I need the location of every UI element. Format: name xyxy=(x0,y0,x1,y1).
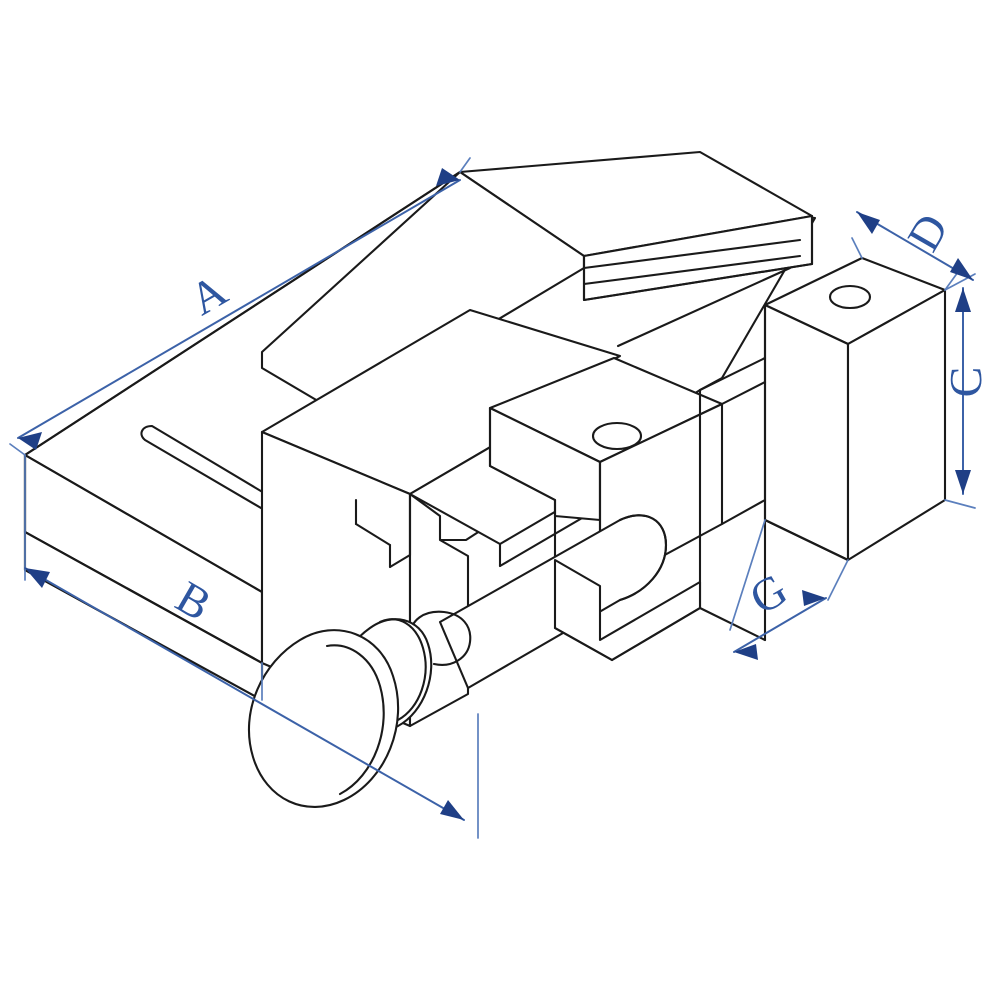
dimension-label-C: C xyxy=(940,367,991,398)
jaw-notch-diag-2 xyxy=(354,522,392,547)
lead-screw-end-cap xyxy=(618,514,668,602)
dim-G-arrow-right xyxy=(802,590,826,606)
base-rear-left-edge xyxy=(23,170,462,457)
rear-rail-detail xyxy=(582,214,814,302)
dim-A-arrow-left xyxy=(18,432,42,450)
inner-jaw-recess-diag xyxy=(488,464,557,502)
saddle-cross-bar xyxy=(553,558,702,662)
knob-ring-line xyxy=(378,618,427,722)
jaw-hole-outer-icon xyxy=(828,284,872,310)
dim-G-ext-left xyxy=(729,519,766,631)
support-panel-top-diag xyxy=(698,356,767,392)
base-front-lower-edge xyxy=(23,530,264,665)
saddle-bottom-edge xyxy=(553,626,614,662)
dim-D-ext-right xyxy=(944,271,959,291)
knob xyxy=(248,618,433,808)
dim-B-arrow-right xyxy=(440,800,464,820)
knob-profile-line xyxy=(325,644,385,796)
dim-D-arrow-left xyxy=(857,212,880,234)
ledge-lower-edge xyxy=(582,254,802,286)
mount-plate-edge-upper xyxy=(720,498,767,526)
dim-C-arrow-top xyxy=(955,288,971,312)
dim-A-ext-right xyxy=(459,157,471,173)
screw-collar xyxy=(408,610,472,666)
dim-D-ext-left xyxy=(851,237,863,259)
dim-B-arrow-left xyxy=(25,568,50,588)
dim-C-arrow-bottom xyxy=(955,470,971,494)
rail-ledge xyxy=(582,238,802,348)
fixed-jaw-outer xyxy=(763,256,947,562)
rear-rail xyxy=(260,150,814,416)
ledge-step-edge xyxy=(616,266,792,348)
dim-A-arrow-right xyxy=(436,168,460,186)
movable-jaw-notch xyxy=(354,492,412,569)
fixed-jaw-outer-mount xyxy=(720,303,850,562)
jaw-hole-inner-icon xyxy=(591,421,643,451)
knob-front-disc xyxy=(248,629,400,808)
saddle-lower-right-edge xyxy=(610,606,702,662)
dim-G-line xyxy=(733,597,827,653)
dim-G-ext-right xyxy=(827,559,849,601)
dimension-label-G: G xyxy=(741,563,795,624)
dim-A-ext-left xyxy=(9,443,26,456)
dim-B-line xyxy=(24,567,465,821)
dim-G-arrow-left xyxy=(734,644,758,660)
screw-collar-outline xyxy=(408,610,472,666)
dim-A-line xyxy=(17,179,461,439)
lead-screw xyxy=(438,514,668,690)
ledge-upper-edge xyxy=(582,238,802,270)
fixed-jaw-outer-left-face xyxy=(763,303,850,562)
outer-jaw-bottom-diag xyxy=(763,518,850,562)
base-left-front-edge xyxy=(23,453,264,594)
dimension-label-D: D xyxy=(897,205,958,259)
rail-bottom-right-edge xyxy=(582,262,814,302)
mount-plate-edge-top xyxy=(720,380,767,406)
dimension-C: C xyxy=(940,273,991,509)
lead-screw-body xyxy=(438,514,668,690)
jaw-notch-diag-1 xyxy=(388,553,412,569)
dim-C-ext-bottom xyxy=(944,499,976,509)
dim-D-arrow-right xyxy=(950,258,973,280)
